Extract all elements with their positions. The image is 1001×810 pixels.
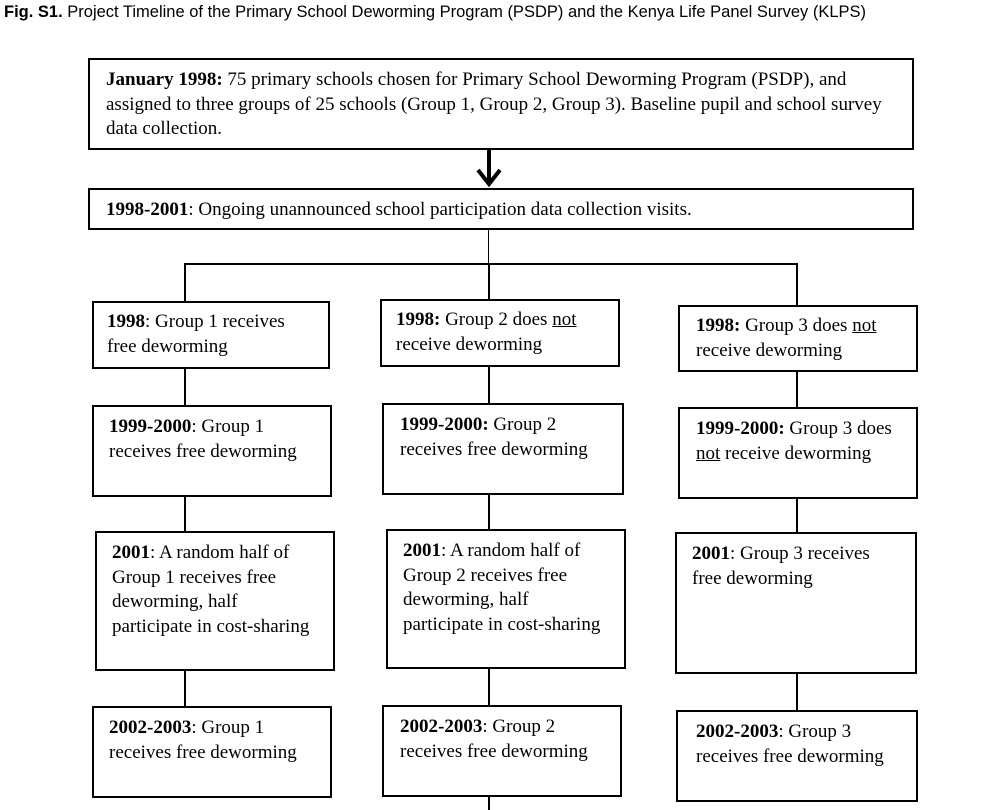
ongoing-box-year: 1998-2001 xyxy=(106,199,189,220)
group3-connector-1 xyxy=(796,372,798,408)
branch-horizontal xyxy=(184,263,798,265)
figure-title: Project Timeline of the Primary School D… xyxy=(67,3,867,21)
group1-connector-3 xyxy=(184,671,186,707)
ongoing-box: 1998-2001: Ongoing unannounced school pa… xyxy=(88,188,914,230)
group2-1998-box: 1998: Group 2 does not receive deworming xyxy=(380,299,620,367)
figure-caption: Fig. S1. Project Timeline of the Primary… xyxy=(4,3,999,22)
group1-1998-box: 1998: Group 1 receives free deworming xyxy=(92,301,330,369)
group3-connector-3 xyxy=(796,674,798,711)
group1-2001-box: 2001: A random half of Group 1 receives … xyxy=(95,531,335,671)
group1-connector-1 xyxy=(184,369,186,405)
center-connector xyxy=(488,230,489,264)
group2-connector-2 xyxy=(488,495,490,529)
top-box-year: January 1998: xyxy=(106,69,223,90)
group3-1999-2000-box: 1999-2000: Group 3 does not receive dewo… xyxy=(678,407,918,499)
group2-2001-box: 2001: A random half of Group 2 receives … xyxy=(386,529,626,669)
group1-2002-2003-box: 2002-2003: Group 1 receives free dewormi… xyxy=(92,706,332,798)
group2-connector-3 xyxy=(488,669,490,705)
top-box: January 1998: 75 primary schools chosen … xyxy=(88,58,914,150)
group3-connector-2 xyxy=(796,499,798,532)
group3-2002-2003-box: 2002-2003: Group 3 receives free dewormi… xyxy=(676,710,918,802)
group3-2001-box: 2001: Group 3 receives free deworming xyxy=(675,532,917,674)
group2-connector-4 xyxy=(488,797,490,810)
branch-center-down xyxy=(488,263,490,299)
branch-right-down xyxy=(796,263,798,305)
group3-1998-box: 1998: Group 3 does not receive deworming xyxy=(678,305,918,372)
group1-connector-2 xyxy=(184,497,186,531)
figure-label: Fig. S1. xyxy=(4,3,63,21)
ongoing-box-text: : Ongoing unannounced school participati… xyxy=(188,199,692,220)
group1-1999-2000-box: 1999-2000: Group 1 receives free dewormi… xyxy=(92,405,332,497)
group2-2002-2003-box: 2002-2003: Group 2 receives free dewormi… xyxy=(382,705,622,797)
top-box-text: 75 primary schools chosen for Primary Sc… xyxy=(106,69,882,139)
group2-connector-1 xyxy=(488,367,490,404)
down-arrow xyxy=(476,148,502,188)
group2-1999-2000-box: 1999-2000: Group 2 receives free dewormi… xyxy=(382,403,624,495)
branch-left-down xyxy=(184,263,186,302)
